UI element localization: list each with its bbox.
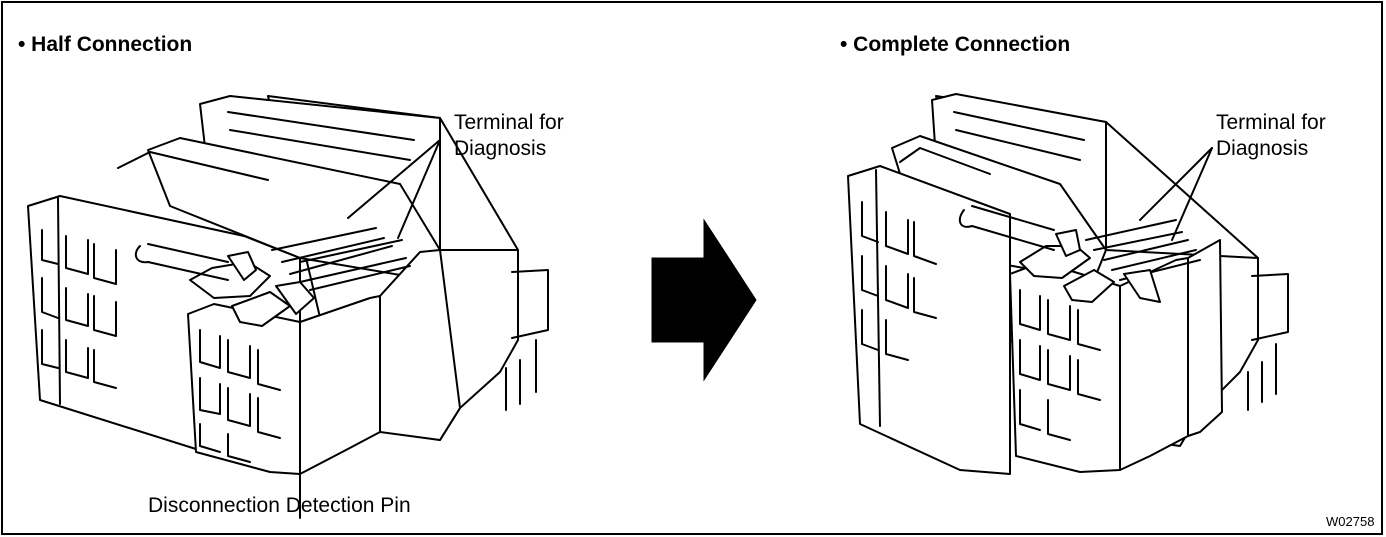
left-terminal-label-line1: Terminal for <box>454 111 564 134</box>
left-leader-lines <box>299 139 441 519</box>
complete-connection-heading: • Complete Connection <box>840 33 1071 56</box>
right-leader-lines <box>1139 147 1213 241</box>
left-terminal-label-line2: Diagnosis <box>454 137 547 160</box>
disconnection-detection-pin-label: Disconnection Detection Pin <box>148 494 411 517</box>
right-arrow-icon <box>651 218 757 382</box>
right-terminal-label-line2: Diagnosis <box>1216 137 1309 160</box>
figure-code: W02758 <box>1326 514 1375 529</box>
right-terminal-label-line1: Terminal for <box>1216 111 1326 134</box>
complete-connection-connector <box>847 93 1289 475</box>
half-connection-connector <box>27 95 549 475</box>
half-connection-heading: • Half Connection <box>18 33 193 56</box>
